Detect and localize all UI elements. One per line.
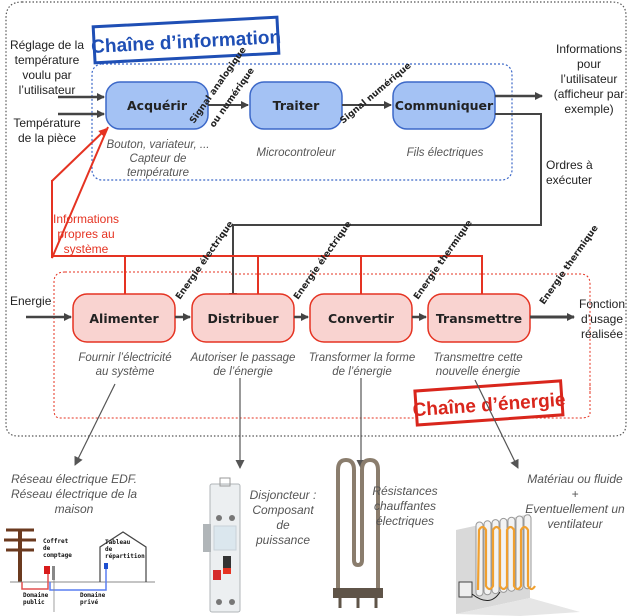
block-traiter: Traiter [249,81,343,130]
heating-element-photo [333,457,383,608]
output-label-orders: Ordres à exécuter [546,158,593,187]
radiator-illustration [456,514,580,616]
pointer-radiator [474,379,519,469]
energy-chain-stamp: Chaîne d’énergie [412,379,566,427]
energy-input-label: Energie [10,294,52,308]
block-label: Traiter [273,98,320,113]
example-caption-breaker: Disjoncteur : Composant de puissance [249,488,317,547]
system-boundary [5,1,627,437]
example-caption-heater: Résistances chauffantes électriques [372,484,438,528]
example-caption-radiator: Matériau ou fluide + Eventuellement un v… [525,472,625,531]
orders-arrow [229,113,542,301]
energy-output-label: Fonction d’usage réalisée [578,297,626,341]
energy-chain-boundary [53,271,591,419]
energy-flow-label: Energie électrique [291,219,354,302]
energy-flow-label: Energie électrique [173,219,236,302]
output-label-user-info: Informations pour l’utilisateur (affiche… [553,42,625,116]
caption-traiter: Microcontroleur [256,147,336,159]
block-label: Distribuer [207,311,279,326]
caption-transmettre: Transmettre cette nouvelle énergie [433,352,523,378]
input-label-room-temp: Température de la pièce [13,116,81,145]
heating-coil [476,525,536,591]
block-convertir: Convertir [309,293,413,343]
energy-flow-label: Energie thermique [538,224,600,307]
block-transmettre: Transmettre [427,293,531,343]
energy-flow-label: Energie thermique [412,219,474,302]
feedback-label: Informations propres au système [52,212,120,256]
example-caption-grid: Réseau électrique EDF. Réseau électrique… [10,472,138,516]
pointer-grid [74,383,116,466]
block-label: Alimenter [89,311,159,326]
block-distribuer: Distribuer [191,293,295,343]
block-acquerir: Acquérir [105,81,209,130]
caption-distribuer: Autoriser le passage de l’énergie [190,352,296,378]
info-chain-boundary [91,63,513,181]
block-alimenter: Alimenter [72,293,176,343]
circuit-breaker-photo [203,477,241,613]
caption-convertir: Transformer la forme de l’énergie [308,352,416,378]
block-label: Acquérir [127,98,188,113]
caption-communiquer: Fils électriques [406,147,484,159]
caption-alimenter: Fournir l’électricité au système [78,352,172,378]
block-label: Transmettre [436,311,522,326]
feedback-arrow [51,128,107,182]
caption-acquerir: Bouton, variateur, ... Capteur de tempér… [106,139,210,179]
block-label: Communiquer [395,98,494,113]
block-communiquer: Communiquer [392,81,496,130]
input-label-setpoint: Réglage de la température voulu par l’ut… [9,38,85,97]
block-label: Convertir [328,311,395,326]
info-chain-stamp: Chaîne d’information [91,15,282,65]
